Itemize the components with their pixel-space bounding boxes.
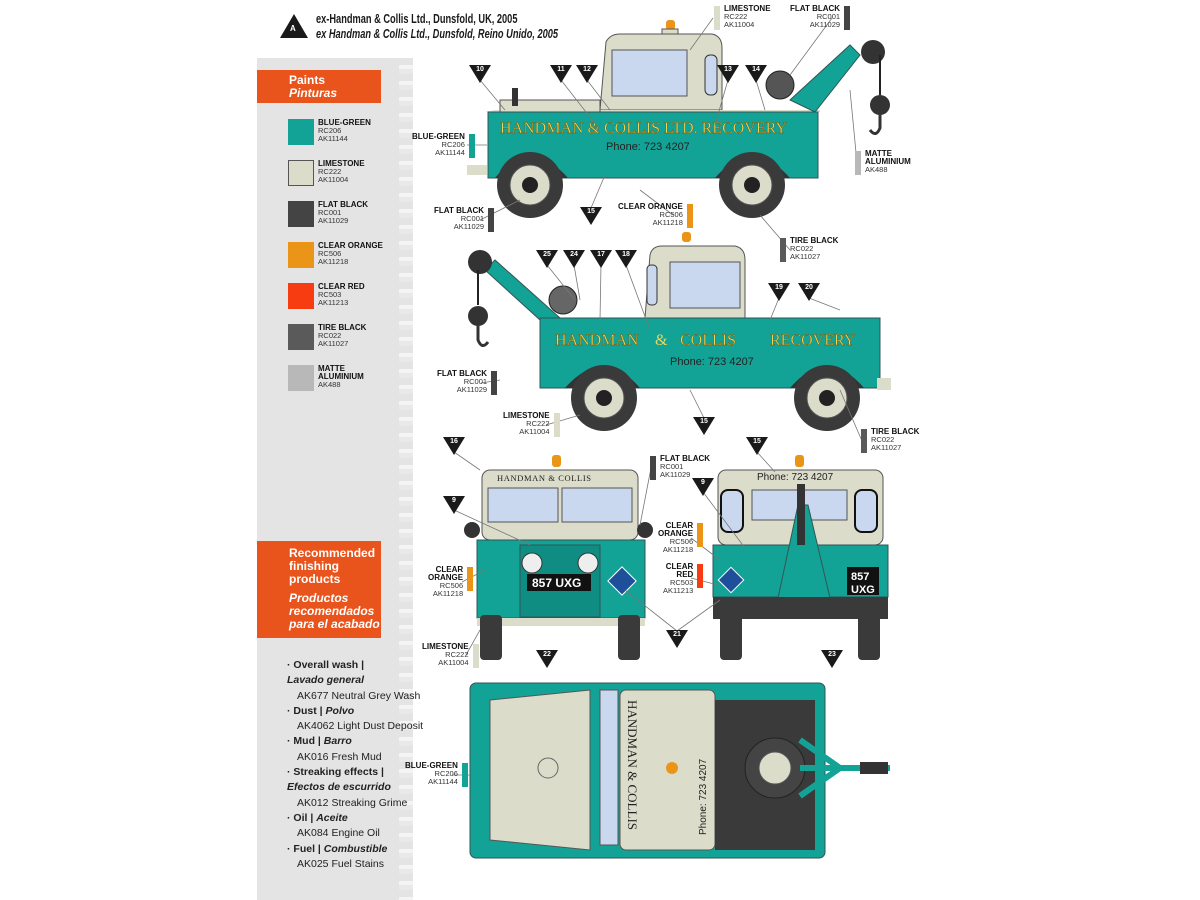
part-number-marker-icon: 9 bbox=[443, 496, 465, 514]
leader-lines bbox=[452, 17, 863, 776]
part-number-marker-icon: 19 bbox=[768, 283, 790, 301]
rear-plate-1: 857 bbox=[851, 571, 869, 583]
paint-swatch bbox=[288, 242, 314, 268]
side2-lettering-3: RECOVERY bbox=[770, 332, 856, 349]
rear-plate-2: UXG bbox=[851, 584, 875, 596]
part-number-marker-icon: 18 bbox=[615, 250, 637, 268]
rear-phone: Phone: 723 4207 bbox=[757, 472, 834, 483]
top-phone: Phone: 723 4207 bbox=[698, 758, 709, 835]
rear-view: Phone: 723 4207 857 UXG bbox=[712, 455, 889, 660]
part-number-marker-icon: 12 bbox=[576, 65, 598, 83]
side-lettering: HANDMAN & COLLIS LTD. RECOVERY bbox=[500, 120, 787, 137]
side2-lettering-1: HANDMAN bbox=[555, 332, 639, 349]
callout-swatch bbox=[861, 429, 867, 453]
paint-swatch bbox=[288, 283, 314, 309]
paint-swatch bbox=[288, 324, 314, 350]
front-lettering: HANDMAN & COLLIS bbox=[497, 473, 592, 483]
part-number-marker-icon: 17 bbox=[590, 250, 612, 268]
part-number-marker-icon: 15 bbox=[746, 437, 768, 455]
part-number-marker-icon: 22 bbox=[536, 650, 558, 668]
part-number-marker-icon: 21 bbox=[666, 630, 688, 648]
callout-swatch bbox=[488, 208, 495, 232]
callout-swatch bbox=[686, 204, 693, 228]
part-number-marker-icon: 15 bbox=[693, 417, 715, 435]
finishing-heading: Recommended finishing products Productos… bbox=[257, 541, 381, 638]
callout-swatch bbox=[780, 238, 786, 262]
callout-swatch bbox=[467, 567, 474, 591]
side2-lettering-2: COLLIS bbox=[680, 332, 736, 349]
side-phone: Phone: 723 4207 bbox=[606, 141, 690, 153]
paint-swatch bbox=[288, 201, 314, 227]
callout-swatch bbox=[553, 413, 560, 437]
part-number-marker-icon: 14 bbox=[745, 65, 767, 83]
svg-text:&: & bbox=[655, 332, 668, 349]
callout-swatch bbox=[491, 371, 498, 395]
left-panel-background bbox=[257, 58, 413, 900]
part-number-marker-icon: 20 bbox=[798, 283, 820, 301]
part-number-marker-icon: 15 bbox=[580, 207, 602, 225]
part-number-marker-icon: 10 bbox=[469, 65, 491, 83]
part-number-marker-icon: 13 bbox=[717, 65, 739, 83]
callout-swatch bbox=[714, 6, 720, 30]
part-number-marker-icon: 25 bbox=[536, 250, 558, 268]
part-number-marker-icon: 24 bbox=[563, 250, 585, 268]
callout-swatch bbox=[468, 134, 475, 158]
top-view: HANDMAN & COLLIS Phone: 723 4207 bbox=[469, 682, 890, 859]
front-plate: 857 UXG bbox=[532, 576, 581, 590]
part-number-marker-icon: 9 bbox=[692, 478, 714, 496]
side-view-right: HANDMAN & COLLIS RECOVERY Phone: 723 420… bbox=[468, 232, 891, 431]
callout-swatch bbox=[697, 523, 704, 547]
callout-swatch bbox=[650, 456, 656, 480]
scheme-title-es: ex Handman & Collis Ltd., Dunsfold, Rein… bbox=[316, 27, 559, 41]
front-view: HANDMAN & COLLIS 857 UXG bbox=[464, 455, 653, 660]
part-number-marker-icon: 11 bbox=[550, 65, 572, 83]
top-lettering: HANDMAN & COLLIS bbox=[625, 700, 640, 830]
paints-heading: Paints Pinturas bbox=[257, 70, 381, 103]
side2-phone: Phone: 723 4207 bbox=[670, 356, 754, 368]
side-view-left: HANDMAN & COLLIS LTD. RECOVERY Phone: 72… bbox=[467, 20, 890, 218]
paint-swatch bbox=[288, 119, 314, 145]
finishing-item: · Streaking effects |Efectos de escurrid… bbox=[287, 766, 408, 809]
callout-swatch bbox=[855, 151, 861, 175]
scheme-marker-icon: A bbox=[280, 14, 308, 38]
part-number-marker-icon: 23 bbox=[821, 650, 843, 668]
callout-swatch bbox=[844, 6, 851, 30]
scheme-title: ex-Handman & Collis Ltd., Dunsfold, UK, … bbox=[316, 12, 518, 26]
callout-swatch bbox=[472, 644, 479, 668]
paint-swatch bbox=[288, 365, 314, 391]
part-number-marker-icon: 16 bbox=[443, 437, 465, 455]
callout-swatch bbox=[461, 763, 468, 787]
paint-swatch bbox=[288, 160, 314, 186]
callout-swatch bbox=[697, 564, 704, 588]
